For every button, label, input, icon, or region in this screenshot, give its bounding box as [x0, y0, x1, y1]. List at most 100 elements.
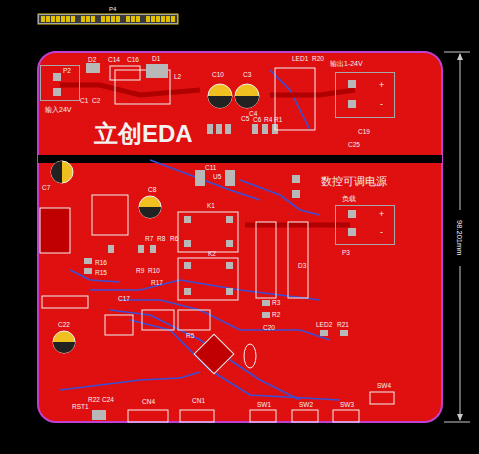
header-pad	[101, 16, 105, 22]
part-designator: R17	[151, 280, 163, 287]
header-pad	[116, 16, 120, 22]
header-pad	[51, 16, 55, 22]
silkscreen-label: 输出1-24V	[330, 60, 363, 67]
header-outline	[178, 310, 210, 330]
part-designator: C17	[118, 296, 130, 303]
header-pad	[91, 16, 95, 22]
relay-pins	[184, 216, 233, 295]
header-pad	[61, 16, 65, 22]
switch-pad	[92, 410, 106, 420]
dimension-arrows	[457, 53, 463, 421]
diode-pad	[146, 64, 168, 78]
output-terminal: 输出1-24V+-	[335, 72, 395, 118]
relay-outline	[178, 212, 238, 252]
power-traces	[60, 85, 355, 225]
keepout-band	[38, 155, 442, 163]
diode-pad	[86, 63, 100, 73]
capacitor-outline	[110, 66, 140, 80]
silkscreen-label: P2	[63, 68, 71, 75]
part-designator: U5	[213, 174, 221, 181]
part-designator: RST1	[72, 404, 89, 411]
part-designator: K2	[208, 251, 216, 258]
part-designator: C11	[205, 165, 216, 172]
connector-outline	[128, 410, 168, 422]
part-designator: C3	[243, 72, 251, 79]
part-designator: R5	[186, 333, 194, 340]
header-pad	[106, 16, 110, 22]
part-designator: C24	[102, 397, 114, 404]
part-designator: SW4	[377, 383, 391, 390]
part-designator: R9	[136, 268, 144, 275]
header-pad	[41, 16, 45, 22]
part-designator: D2	[88, 57, 96, 64]
part-designator: C22	[58, 322, 70, 329]
part-designator: C10	[212, 72, 224, 79]
diode-outline	[288, 222, 308, 298]
part-designator: CN1	[192, 398, 205, 405]
header-pad	[66, 16, 70, 22]
header-pad	[126, 16, 130, 22]
part-designator: R10	[148, 268, 160, 275]
header-pad	[161, 16, 165, 22]
part-designator: C2	[92, 98, 100, 105]
board-outline	[38, 52, 442, 422]
part-designator: SW1	[257, 402, 271, 409]
part-designator: K1	[207, 203, 215, 210]
inductor-outline	[40, 208, 70, 253]
header-pad	[81, 16, 85, 22]
silkscreen-label: +	[379, 81, 384, 90]
part-designator: C16	[127, 57, 139, 64]
part-designator: SW2	[299, 402, 313, 409]
switch-outline	[250, 410, 276, 422]
part-designator: R6	[170, 236, 178, 243]
part-designator: R21	[337, 322, 349, 329]
crystal-outline	[244, 344, 256, 368]
header-pad	[56, 16, 60, 22]
part-designator: LED1	[292, 56, 308, 63]
header-pads	[38, 14, 178, 24]
pin-header: P4	[38, 14, 178, 24]
part-designator: R20	[312, 56, 324, 63]
part-designator: R16	[95, 260, 107, 267]
silkscreen-label: +	[379, 210, 384, 219]
silkscreen-label: 负载	[342, 195, 356, 202]
header-pad	[156, 16, 160, 22]
part-designator: C6	[253, 117, 261, 124]
part-designator: R7	[145, 236, 153, 243]
part-designator: D3	[298, 263, 306, 270]
part-designator: CN4	[142, 399, 155, 406]
input-terminal: P2输入24V	[40, 65, 80, 101]
silkscreen-label: P4	[109, 6, 116, 12]
header-pad	[86, 16, 90, 22]
switch-outline	[370, 392, 394, 404]
part-designator: R3	[272, 300, 280, 307]
board-title: 立创EDA	[94, 122, 193, 146]
module-outline	[275, 68, 315, 130]
header-pad	[71, 16, 75, 22]
switch-outline	[292, 410, 318, 422]
header-outline	[105, 315, 133, 335]
connector-outline	[180, 410, 214, 422]
silkscreen-label: 输入24V	[45, 106, 71, 113]
header-pad	[46, 16, 50, 22]
part-designator: R22	[88, 397, 100, 404]
header-pad	[136, 16, 140, 22]
mcu-outline	[194, 334, 234, 374]
header-pad	[146, 16, 150, 22]
silkscreen-label: -	[380, 100, 383, 109]
switch-outline	[333, 410, 359, 422]
part-designator: C5	[241, 116, 249, 123]
header-pad	[166, 16, 170, 22]
part-designator: C1	[80, 98, 88, 105]
part-designator: R15	[95, 270, 107, 277]
resistor-outline	[256, 222, 276, 298]
bottom-traces	[60, 70, 340, 400]
part-designator: R4	[264, 117, 272, 124]
part-designator: C8	[148, 187, 156, 194]
part-designator: C20	[263, 325, 275, 332]
header-outline	[142, 310, 174, 330]
relay-outline	[178, 258, 238, 300]
part-designator: R2	[272, 312, 280, 319]
